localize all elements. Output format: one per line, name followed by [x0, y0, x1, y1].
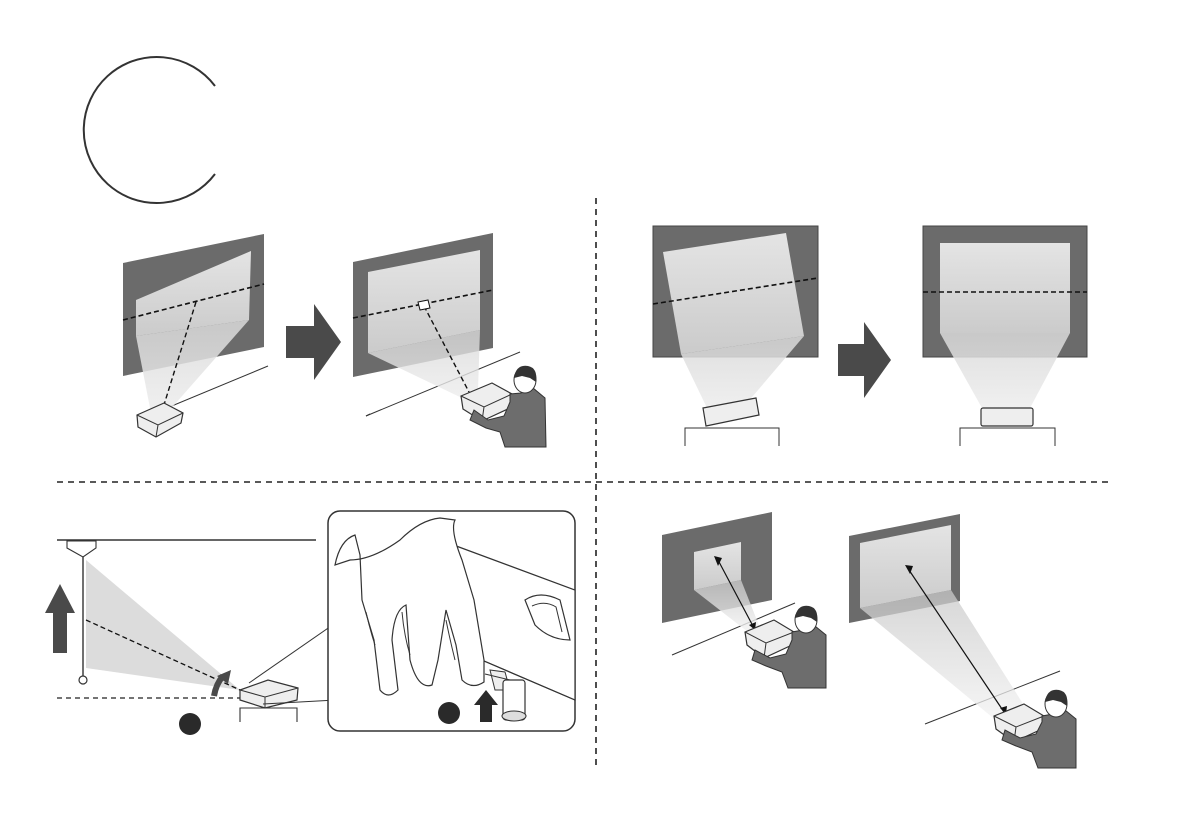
projector-icon: [137, 403, 183, 437]
circle-marker-icon: [84, 57, 215, 203]
far-screen: [849, 514, 1076, 768]
badge-icon: [438, 702, 460, 724]
right-arrow-icon: [838, 322, 891, 398]
badge-icon: [179, 713, 201, 735]
perpendicular-screen-after: [353, 233, 546, 447]
panel-top-right: [653, 226, 1087, 446]
up-arrow-icon: [45, 584, 75, 653]
right-arrow-icon: [286, 304, 341, 380]
skewed-image-before: [653, 226, 818, 446]
panel-bottom-right: [662, 512, 1076, 768]
near-screen: [662, 512, 826, 688]
panel-bottom-left: [45, 511, 575, 735]
tilted-screen-before: [123, 234, 268, 437]
level-image-after: [923, 226, 1087, 446]
projector-icon: [981, 408, 1033, 426]
panel-top-left: [123, 233, 546, 447]
